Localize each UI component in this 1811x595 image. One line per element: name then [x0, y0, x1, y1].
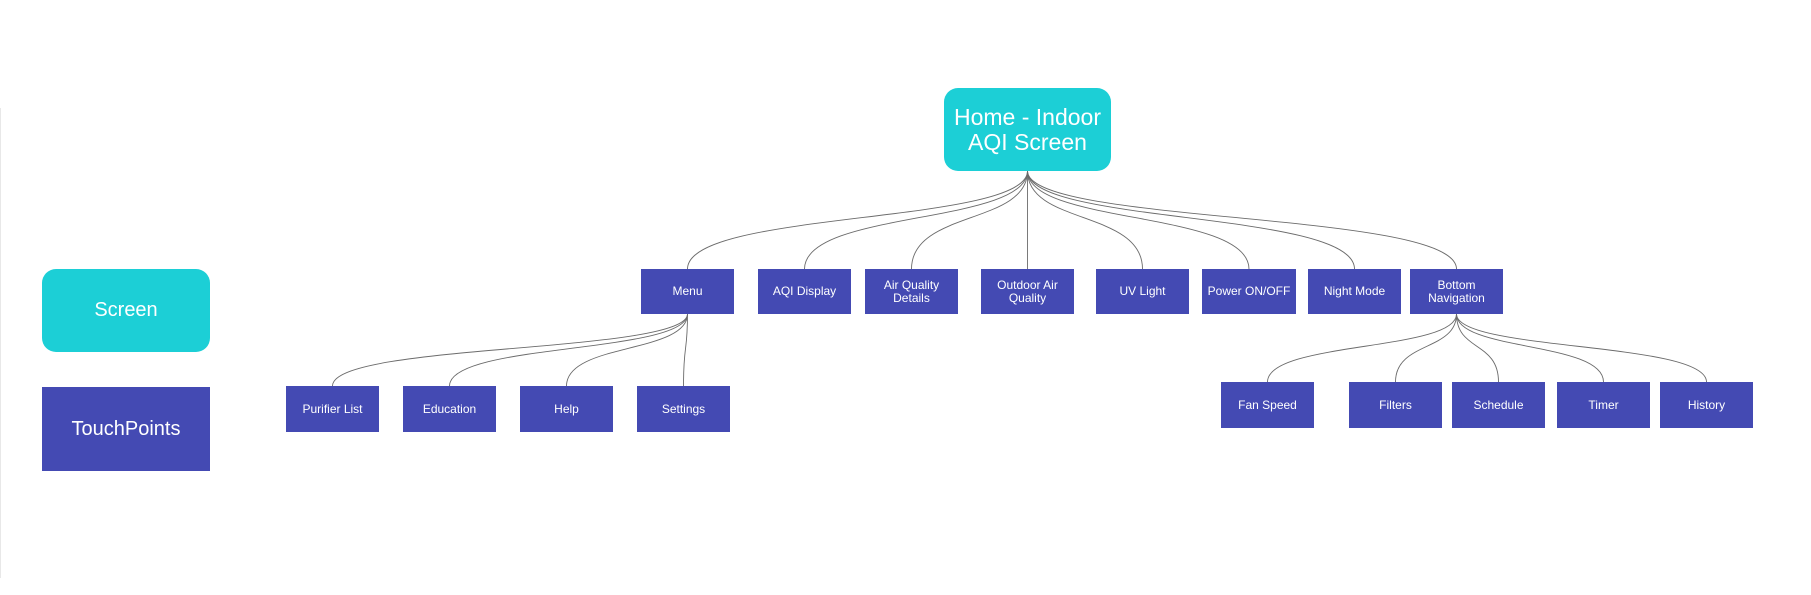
touchpoint-history[interactable]: History	[1660, 382, 1753, 428]
edge-root-to-menu	[687, 170, 1028, 270]
touchpoint-education[interactable]: Education	[403, 386, 496, 432]
edge-root-to-aqi-display	[804, 170, 1028, 270]
edge-root-to-air-quality-details	[911, 170, 1028, 270]
touchpoint-fan-speed[interactable]: Fan Speed	[1221, 382, 1314, 428]
touchpoint-uv-light[interactable]: UV Light	[1096, 269, 1189, 314]
touchpoint-power-on-off[interactable]: Power ON/OFF	[1202, 269, 1296, 314]
edge-root-to-uv-light	[1027, 170, 1143, 270]
edge-menu-to-settings	[683, 313, 688, 387]
edge-root-to-bottom-navigation	[1027, 170, 1457, 270]
touchpoint-settings[interactable]: Settings	[637, 386, 730, 432]
edge-menu-to-education	[449, 313, 688, 387]
edge-root-to-power-on-off	[1027, 170, 1250, 270]
touchpoint-outdoor-air-quality[interactable]: Outdoor Air Quality	[981, 269, 1074, 314]
root-screen-home-indoor-aqi[interactable]: Home - Indoor AQI Screen	[944, 88, 1111, 171]
touchpoint-bottom-navigation[interactable]: Bottom Navigation	[1410, 269, 1503, 314]
edge-menu-to-help	[566, 313, 688, 387]
edge-root-to-night-mode	[1027, 170, 1355, 270]
touchpoint-purifier-list[interactable]: Purifier List	[286, 386, 379, 432]
left-border-line	[0, 108, 1, 578]
touchpoint-menu[interactable]: Menu	[641, 269, 734, 314]
touchpoint-night-mode[interactable]: Night Mode	[1308, 269, 1401, 314]
legend-screen: Screen	[42, 269, 210, 352]
touchpoint-help[interactable]: Help	[520, 386, 613, 432]
edge-bottom-navigation-to-timer	[1456, 313, 1604, 383]
edge-bottom-navigation-to-filters	[1395, 313, 1457, 383]
touchpoint-schedule[interactable]: Schedule	[1452, 382, 1545, 428]
touchpoint-air-quality-details[interactable]: Air Quality Details	[865, 269, 958, 314]
edge-bottom-navigation-to-fan-speed	[1267, 313, 1457, 383]
edge-bottom-navigation-to-history	[1456, 313, 1707, 383]
edge-bottom-navigation-to-schedule	[1456, 313, 1499, 383]
legend-touchpoints: TouchPoints	[42, 387, 210, 471]
edge-menu-to-purifier-list	[332, 313, 688, 387]
touchpoint-filters[interactable]: Filters	[1349, 382, 1442, 428]
touchpoint-timer[interactable]: Timer	[1557, 382, 1650, 428]
touchpoint-aqi-display[interactable]: AQI Display	[758, 269, 851, 314]
